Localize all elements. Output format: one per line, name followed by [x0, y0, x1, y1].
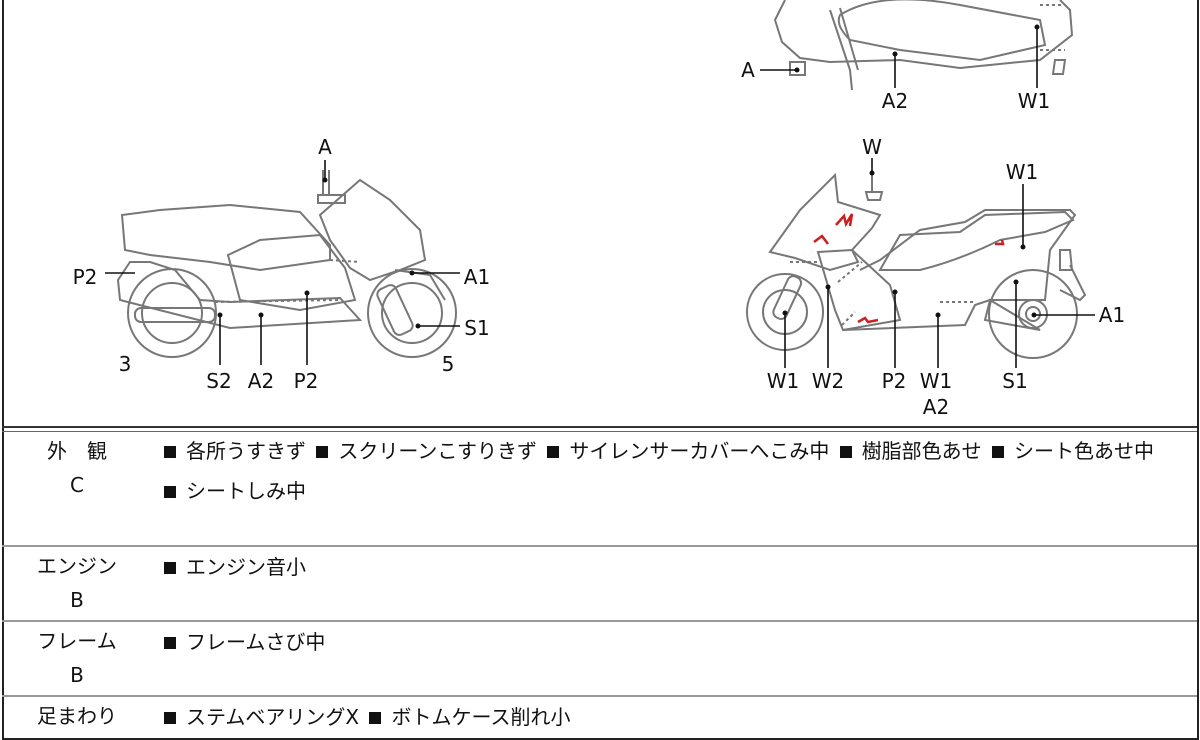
- report-row-exterior: 外 観 C 各所うすきず スクリーンこすりきず サイレンサーカバーへこみ中 樹脂…: [2, 430, 1197, 545]
- label-left-a1: A1: [464, 265, 490, 289]
- top-marker-dots: [794, 24, 1040, 73]
- category-cell: 足まわり: [22, 699, 132, 733]
- label-right-w1-floor: W1: [920, 369, 953, 393]
- condition-item: ステムベアリングX: [160, 705, 359, 729]
- diagram-labels: A P2 A1 S1 3 S2 A2 P2 5 A A2 W1 W W1 A1 …: [73, 58, 1126, 419]
- condition-item: シートしみ中: [160, 479, 306, 503]
- report-row-suspension: 足まわり ステムベアリングX ボトムケース削れ小: [2, 697, 1197, 737]
- condition-items: ステムベアリングX ボトムケース削れ小: [160, 697, 1179, 737]
- scooter-top-view: [773, 0, 1074, 91]
- category-name: エンジン: [37, 554, 117, 578]
- scooter-left-view: [116, 170, 457, 358]
- label-right-w2: W2: [812, 369, 845, 393]
- row-divider: [2, 695, 1197, 697]
- label-right-w1-seat: W1: [1006, 160, 1039, 184]
- damage-marks: [813, 213, 1005, 324]
- category-cell: エンジン B: [22, 549, 132, 617]
- label-right-a1: A1: [1099, 303, 1125, 327]
- bullet-square-icon: [369, 711, 382, 724]
- label-left-p2: P2: [294, 369, 319, 393]
- label-right-a2: A2: [923, 395, 949, 419]
- condition-item: エンジン音小: [160, 555, 306, 579]
- category-name: 足まわり: [37, 704, 117, 728]
- top-leader-lines: [760, 27, 1038, 88]
- category-cell: フレーム B: [22, 624, 132, 692]
- condition-items: フレームさび中: [160, 622, 1179, 662]
- label-top-w1: W1: [1018, 89, 1051, 113]
- category-grade: B: [70, 663, 84, 687]
- left-leader-lines: [105, 160, 460, 365]
- bullet-square-icon: [992, 445, 1005, 458]
- label-right-s1: S1: [1002, 369, 1027, 393]
- bullet-square-icon: [547, 445, 560, 458]
- scooter-diagrams: A P2 A1 S1 3 S2 A2 P2 5 A A2 W1 W W1 A1 …: [73, 0, 1126, 419]
- label-left-s1: S1: [464, 316, 489, 340]
- condition-item: サイレンサーカバーへこみ中: [543, 439, 829, 463]
- damage-diagram: A P2 A1 S1 3 S2 A2 P2 5 A A2 W1 W W1 A1 …: [73, 0, 1126, 419]
- bullet-square-icon: [164, 485, 176, 498]
- row-divider: [2, 620, 1197, 622]
- label-left-s2: S2: [206, 369, 231, 393]
- bullet-square-icon: [839, 445, 852, 458]
- category-name: フレーム: [37, 629, 117, 653]
- row-divider: [2, 545, 1197, 547]
- bullet-square-icon: [164, 636, 176, 649]
- bullet-square-icon: [316, 445, 329, 458]
- condition-items: エンジン音小: [160, 547, 1179, 587]
- condition-item: 各所うすきず: [160, 439, 306, 463]
- bullet-square-icon: [164, 561, 176, 574]
- condition-item: スクリーンこすりきず: [312, 439, 537, 463]
- label-left-3: 3: [119, 352, 132, 376]
- label-top-a2: A2: [882, 89, 908, 113]
- condition-items: 各所うすきず スクリーンこすりきず サイレンサーカバーへこみ中 樹脂部色あせ シ…: [160, 431, 1179, 511]
- bullet-square-icon: [164, 445, 176, 458]
- bullet-square-icon: [164, 711, 176, 724]
- label-right-p2: P2: [882, 369, 907, 393]
- label-left-5: 5: [442, 352, 455, 376]
- report-row-frame: フレーム B フレームさび中: [2, 622, 1197, 695]
- label-left-p2-rear: P2: [73, 265, 98, 289]
- right-leader-lines: [784, 158, 1095, 368]
- condition-item: ボトムケース削れ小: [365, 705, 570, 729]
- label-right-w: W: [862, 135, 882, 159]
- category-name: 外 観: [47, 439, 107, 463]
- condition-item: フレームさび中: [160, 630, 325, 654]
- category-grade: B: [70, 588, 84, 612]
- scooter-right-view: [746, 170, 1087, 359]
- label-left-a: A: [318, 135, 332, 159]
- label-left-a2: A2: [248, 369, 274, 393]
- condition-item: 樹脂部色あせ: [836, 439, 982, 463]
- report-row-engine: エンジン B エンジン音小: [2, 547, 1197, 620]
- section-divider: [2, 426, 1197, 432]
- category-cell: 外 観 C: [22, 434, 132, 502]
- label-top-a: A: [741, 58, 755, 82]
- right-marker-dots: [782, 170, 1037, 318]
- left-marker-dots: [217, 177, 421, 329]
- condition-item: シート色あせ中: [988, 439, 1154, 463]
- label-right-w1-front: W1: [767, 369, 800, 393]
- category-grade: C: [70, 473, 84, 497]
